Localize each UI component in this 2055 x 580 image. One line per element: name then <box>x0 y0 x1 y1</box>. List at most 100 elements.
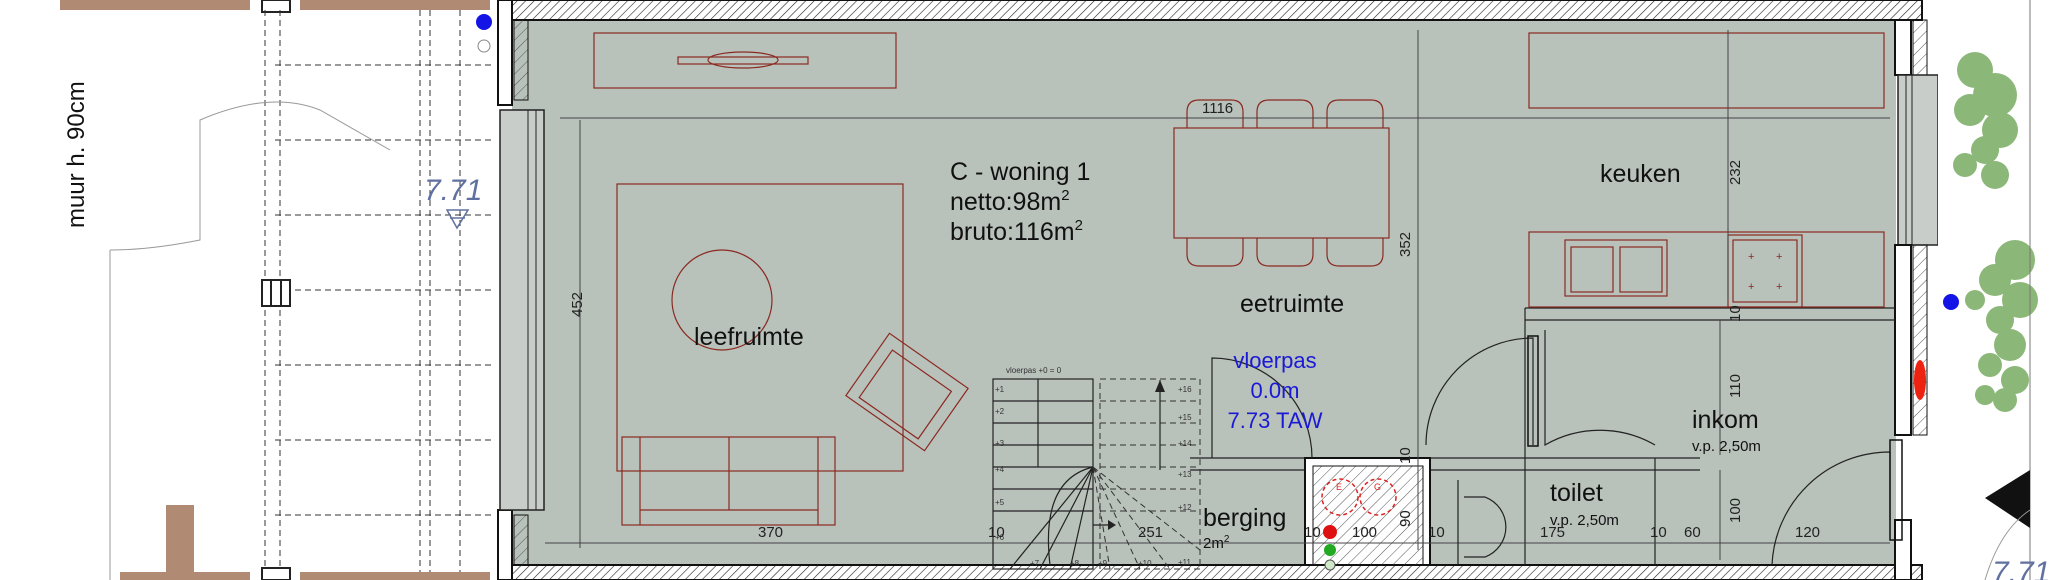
dim-bottom-100: 100 <box>1352 524 1377 541</box>
floor-level-line1: vloerpas <box>1233 348 1316 373</box>
drain-marker <box>261 279 291 307</box>
dim-bottom-175: 175 <box>1540 524 1565 541</box>
dim-wc-100: 100 <box>1727 498 1744 523</box>
tree-foliage <box>1953 52 2038 412</box>
reference-lines <box>545 30 1890 560</box>
floor-level-annotation: vloerpas 0.0m 7.73 TAW <box>1228 348 1323 433</box>
dim-wall-10: 10 <box>1727 305 1744 322</box>
rug <box>616 183 904 472</box>
stair-step-2: +2 <box>995 407 1005 416</box>
stair-caption: vloerpas +0 = 0 <box>1006 366 1062 375</box>
dim-bottom-251: 251 <box>1138 524 1163 541</box>
dim-table-width: 1116 <box>1202 100 1233 117</box>
unit-title: C - woning 1 <box>950 158 1090 186</box>
downpipe-icon <box>476 14 492 30</box>
street-level: 7.71 <box>1992 556 2050 580</box>
toilet-fixture <box>1457 480 1507 565</box>
stair-step-5: +5 <box>995 498 1005 507</box>
meter-label-e: E <box>1336 482 1342 492</box>
drain-point-icon <box>477 39 491 53</box>
sink <box>1564 239 1668 297</box>
room-eetruimte: eetruimte <box>1240 290 1344 318</box>
garden-window <box>499 109 545 511</box>
living-furniture <box>616 183 969 526</box>
room-leefruimte: leefruimte <box>694 323 804 351</box>
front-garden: 7.71 <box>1914 0 2055 580</box>
dimension-labels: 1116 452 352 232 10 110 100 10 90 370 10… <box>569 100 1820 541</box>
dim-bottom-120: 120 <box>1795 524 1820 541</box>
svg-text:+: + <box>1776 251 1782 263</box>
svg-text:+: + <box>1748 251 1754 263</box>
stair-step-7: +7 <box>1030 559 1040 568</box>
stair-step-12: +12 <box>1178 503 1192 512</box>
wall-height-note: muur h. 90cm <box>63 81 90 228</box>
dim-kitchen-depth: 232 <box>1727 160 1744 185</box>
dim-bottom-10b: 10 <box>1304 524 1321 541</box>
stair-step-16: +16 <box>1178 385 1192 394</box>
dim-depth-mid: 352 <box>1397 232 1414 257</box>
inkom-ceiling-height: v.p. 2,50m <box>1692 438 1761 455</box>
terrace-level: 7.71 <box>424 174 482 207</box>
dim-bottom-10d: 10 <box>1650 524 1667 541</box>
stair-step-13: +13 <box>1178 470 1192 479</box>
svg-text:+: + <box>1776 281 1782 293</box>
counter-top <box>1528 32 1885 109</box>
stair-step-8: +8 <box>1070 559 1080 568</box>
entrance-arrow-icon <box>1985 470 2030 528</box>
gross-area: bruto:116m2 <box>950 217 1083 246</box>
counter-bottom <box>1528 231 1885 308</box>
doors <box>1211 330 1903 566</box>
dim-depth-left: 452 <box>569 292 586 317</box>
dining-table <box>1173 127 1390 239</box>
stair-step-3: +3 <box>995 439 1005 448</box>
svg-text:+: + <box>1748 281 1754 293</box>
brick-edge-bottom <box>120 505 490 580</box>
level-triangle-icon <box>445 209 470 230</box>
dim-shaft-10: 10 <box>1397 447 1414 464</box>
stair-step-15: +15 <box>1178 413 1192 422</box>
sideboard <box>593 32 897 89</box>
stair-step-9: +9 <box>1098 559 1108 568</box>
room-inkom: inkom <box>1692 406 1759 434</box>
terrace-area: muur h. 90cm 7.71 <box>0 0 497 580</box>
dim-bottom-10a: 10 <box>988 524 1005 541</box>
coffee-table <box>671 249 773 351</box>
gas-meter-icon <box>1324 544 1336 556</box>
gas-connection-icon <box>1914 360 1926 400</box>
garden-outline <box>109 101 391 580</box>
berging-area: 2m2 <box>1203 534 1230 552</box>
dim-bottom-10c: 10 <box>1428 524 1445 541</box>
dining-furniture <box>1173 99 1390 267</box>
kitchen-window <box>1897 74 1939 246</box>
room-berging: berging <box>1203 504 1286 532</box>
stair-step-14: +14 <box>1178 439 1192 448</box>
dim-shaft-90: 90 <box>1397 510 1414 527</box>
floor-level-line2: 0.0m <box>1251 378 1300 403</box>
dim-bottom-60: 60 <box>1684 524 1701 541</box>
room-keuken: keuken <box>1600 160 1681 188</box>
electric-meter-icon <box>1323 525 1337 539</box>
stair-step-4: +4 <box>995 465 1005 474</box>
meters: E G <box>1321 478 1397 571</box>
front-downpipe-icon <box>1943 294 1959 310</box>
kitchen-furniture: + + + + <box>1528 32 1885 308</box>
stair-step-10: +10 <box>1138 559 1152 568</box>
staircase: vloerpas +0 = 0 +1 +2 +3 +4 +5 +6 +16 +1… <box>992 366 1201 570</box>
floor-slab <box>512 20 1896 565</box>
net-area: netto:98m2 <box>950 187 1070 216</box>
brick-edge-top <box>60 0 490 13</box>
dim-hall-110: 110 <box>1727 374 1744 398</box>
floor-level-line3: 7.73 TAW <box>1228 408 1323 433</box>
unit-info: C - woning 1 netto:98m2 bruto:116m2 <box>950 158 1090 246</box>
stair-step-1: +1 <box>995 385 1005 394</box>
toilet-ceiling-height: v.p. 2,50m <box>1550 512 1619 529</box>
dim-bottom-370: 370 <box>758 524 783 541</box>
meter-label-g: G <box>1374 482 1381 492</box>
stair-step-11: +11 <box>1178 558 1192 567</box>
paving-grid <box>264 10 495 580</box>
water-meter-icon <box>1324 559 1336 571</box>
armchair <box>845 332 969 452</box>
room-toilet: toilet <box>1550 479 1603 507</box>
stair-step-6: +6 <box>995 533 1005 542</box>
